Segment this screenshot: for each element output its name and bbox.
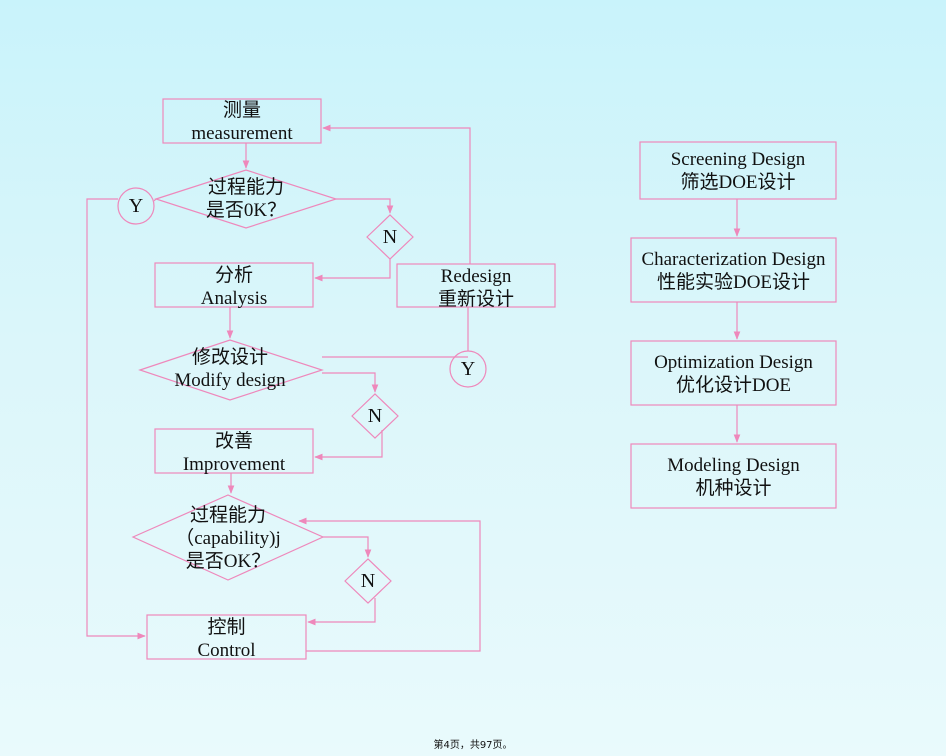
screening-design-en: Screening Design — [670, 149, 806, 170]
arrow-decision-to-no — [323, 536, 372, 558]
characterization-design-en: Characterization Design — [641, 249, 826, 270]
characterization-design-cn: 性能实验DOE设计 — [656, 272, 811, 293]
arrow-no-to-analysis — [314, 259, 391, 282]
line-decision-to-yes — [153, 198, 157, 202]
modify-design-label: 修改设计 Modify design — [160, 346, 300, 392]
no-node-1 — [366, 214, 414, 260]
no-node-1-label: N — [382, 226, 398, 248]
capability-question-1-line2: 是否0K？ — [205, 200, 287, 221]
screening-design-label: Screening Design 筛选DOE设计 — [640, 148, 836, 194]
line-decision-to-no — [336, 198, 394, 214]
optimization-design-label: Optimization Design 优化设计DOE — [631, 351, 836, 397]
yes-node-1-label: Y — [128, 195, 144, 217]
arrow-no-to-improvement — [314, 430, 383, 461]
control-cn: 控制 — [207, 617, 246, 638]
page-footer: 第4页，共97页。 — [433, 740, 513, 751]
measurement-box — [162, 98, 322, 144]
redesign-cn: 重新设计 — [437, 289, 514, 310]
analysis-box — [154, 262, 314, 308]
analysis-en: Analysis — [200, 288, 268, 309]
characterization-design-label: Characterization Design 性能实验DOE设计 — [631, 248, 836, 294]
redesign-label: Redesign 重新设计 — [397, 265, 555, 311]
screening-design-box — [639, 141, 837, 200]
arrow-redesign-to-measure — [322, 124, 471, 264]
modify-decision — [138, 339, 324, 401]
yes-node-2-label: Y — [460, 358, 476, 380]
no-node-2-label: N — [367, 405, 383, 427]
measurement-en: measurement — [191, 123, 293, 144]
capability-question-2-line3: 是否OK？ — [185, 551, 271, 572]
screening-design-cn: 筛选DOE设计 — [680, 172, 796, 193]
improvement-cn: 改善 — [214, 431, 253, 452]
optimization-design-en: Optimization Design — [654, 352, 813, 373]
modify-design-en: Modify design — [174, 370, 286, 391]
capability-question-2-line1: 过程能力 — [189, 505, 266, 526]
capability-question-2: 过程能力 （capability)j 是否OK？ — [158, 504, 298, 573]
arrow-modify-to-no — [322, 372, 379, 393]
improvement-label: 改善 Improvement — [155, 430, 313, 476]
capability-question-1: 过程能力 是否0K？ — [176, 176, 316, 222]
arrow-no-to-control — [307, 598, 376, 626]
analysis-cn: 分析 — [214, 265, 253, 286]
optimization-design-box — [630, 340, 837, 406]
modeling-design-cn: 机种设计 — [695, 478, 772, 499]
modeling-design-box — [630, 443, 837, 509]
no-node-3 — [344, 558, 392, 604]
optimization-design-cn: 优化设计DOE — [675, 375, 792, 396]
control-label: 控制 Control — [147, 616, 306, 662]
no-node-3-label: N — [360, 570, 376, 592]
redesign-box — [396, 263, 556, 308]
control-box — [146, 614, 307, 660]
analysis-label: 分析 Analysis — [155, 264, 313, 310]
redesign-en: Redesign — [440, 266, 512, 287]
arrow-yes-to-control — [86, 198, 146, 640]
control-en: Control — [197, 640, 256, 661]
improvement-box — [154, 428, 314, 474]
yes-node-1 — [117, 187, 155, 225]
modify-design-cn: 修改设计 — [191, 347, 268, 368]
arrow-control-loop — [298, 517, 481, 652]
characterization-design-box — [630, 237, 837, 303]
modeling-design-label: Modeling Design 机种设计 — [631, 454, 836, 500]
measurement-cn: 测量 — [222, 100, 261, 121]
no-node-2 — [351, 393, 399, 439]
improvement-en: Improvement — [182, 454, 286, 475]
capability-question-2-line2: （capability)j — [175, 528, 281, 549]
measurement-label: 测量 measurement — [163, 99, 321, 145]
modeling-design-en: Modeling Design — [667, 455, 800, 476]
capability-question-1-line1: 过程能力 — [207, 177, 284, 198]
